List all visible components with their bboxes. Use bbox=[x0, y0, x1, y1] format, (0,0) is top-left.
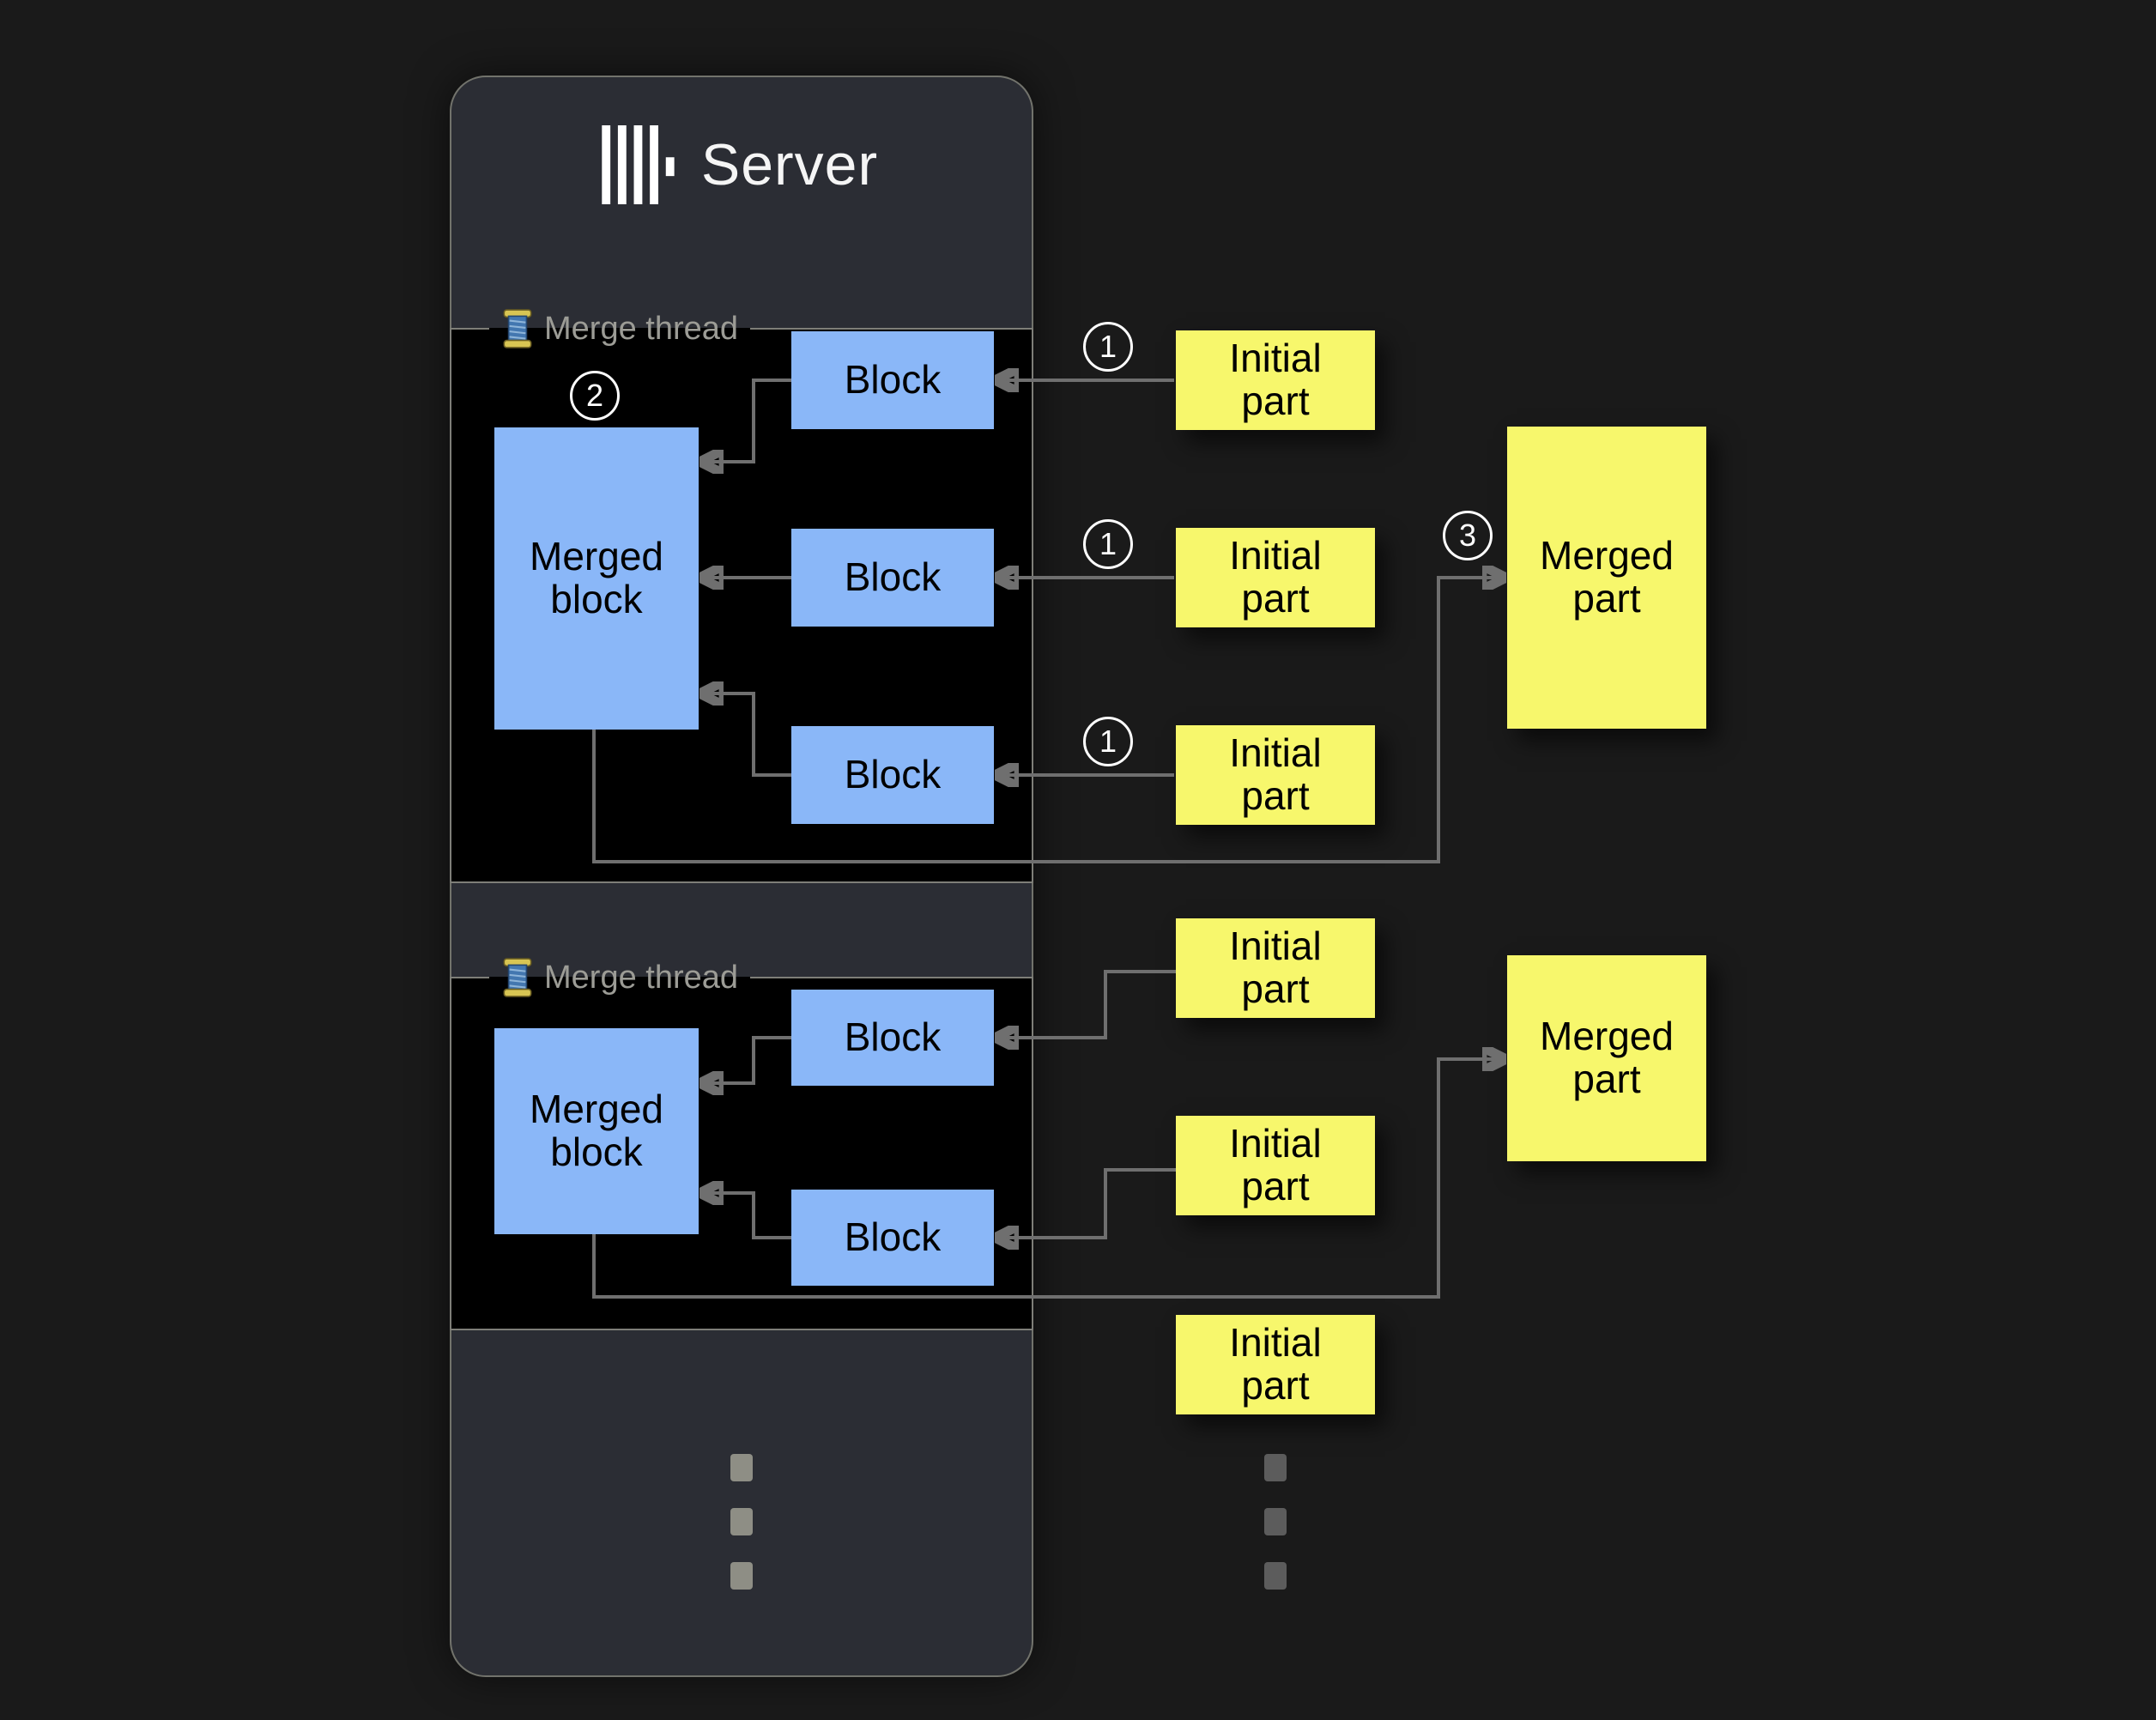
initial-part-note-2a: Initial part bbox=[1176, 918, 1375, 1018]
block-2b: Block bbox=[791, 1190, 994, 1286]
merge-thread-label: Merge thread bbox=[544, 310, 739, 347]
step-badge-1c: 1 bbox=[1083, 717, 1133, 766]
merge-thread-legend-2: Merge thread bbox=[489, 958, 750, 997]
initial-part-note-2b: Initial part bbox=[1176, 1116, 1375, 1215]
block-1b: Block bbox=[791, 529, 994, 627]
initial-part-note-1c: Initial part bbox=[1176, 725, 1375, 825]
thread-spool-icon bbox=[503, 309, 532, 348]
server-title: Server bbox=[700, 132, 879, 197]
step-badge-1a: 1 bbox=[1083, 322, 1133, 372]
step-badge-1b: 1 bbox=[1083, 519, 1133, 569]
server-header: Server bbox=[450, 122, 1030, 208]
parts-ellipsis-dot bbox=[1264, 1562, 1287, 1590]
clickhouse-bars-icon bbox=[602, 125, 675, 204]
block-1c: Block bbox=[791, 726, 994, 824]
merge-thread-legend-1: Merge thread bbox=[489, 309, 750, 348]
step-badge-2: 2 bbox=[570, 371, 620, 421]
server-ellipsis-dot bbox=[730, 1562, 753, 1590]
parts-ellipsis-dot bbox=[1264, 1454, 1287, 1481]
block-1a: Block bbox=[791, 331, 994, 429]
parts-ellipsis-dot bbox=[1264, 1508, 1287, 1535]
merged-block-2: Merged block bbox=[494, 1028, 699, 1234]
thread-spool-icon bbox=[503, 958, 532, 997]
initial-part-note-1a: Initial part bbox=[1176, 330, 1375, 430]
merged-block-1: Merged block bbox=[494, 427, 699, 730]
block-2a: Block bbox=[791, 990, 994, 1086]
merged-part-note-2: Merged part bbox=[1507, 955, 1706, 1161]
server-ellipsis-dot bbox=[730, 1454, 753, 1481]
merge-thread-label: Merge thread bbox=[544, 959, 739, 996]
server-ellipsis-dot bbox=[730, 1508, 753, 1535]
initial-part-note-2c: Initial part bbox=[1176, 1315, 1375, 1414]
initial-part-note-1b: Initial part bbox=[1176, 528, 1375, 627]
step-badge-3: 3 bbox=[1443, 511, 1493, 560]
merged-part-note-1: Merged part bbox=[1507, 427, 1706, 729]
